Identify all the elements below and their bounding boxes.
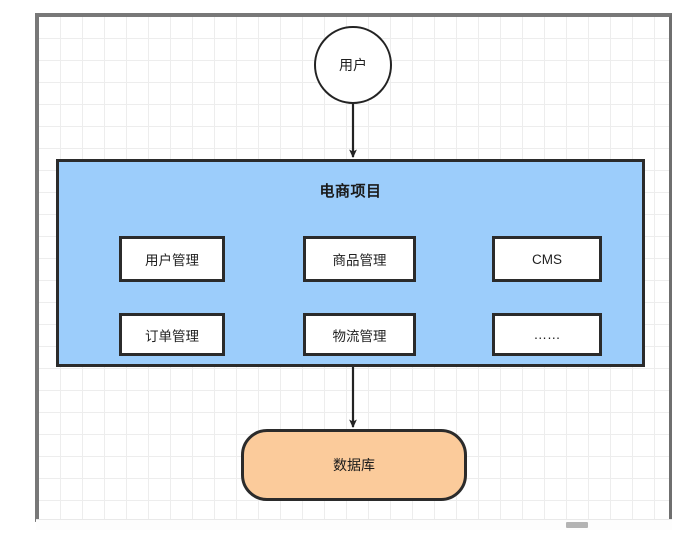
module-label: 订单管理 xyxy=(145,328,199,344)
database-node[interactable]: 数据库 xyxy=(241,429,467,501)
system-container-node[interactable]: 电商项目 用户管理 商品管理 CMS 订单管理 物流管理 …… xyxy=(56,159,645,367)
module-label: 商品管理 xyxy=(332,253,387,268)
diagram-layer: 用户 电商项目 用户管理 商品管理 CMS 订单管理 物流管理 …… xyxy=(39,17,669,519)
diagram-canvas[interactable]: 用户 电商项目 用户管理 商品管理 CMS 订单管理 物流管理 …… xyxy=(35,13,672,522)
module-label: CMS xyxy=(532,251,562,267)
module-box-cms[interactable]: CMS xyxy=(492,236,602,282)
module-box-order-management[interactable]: 订单管理 xyxy=(119,313,225,356)
module-box-logistics-management[interactable]: 物流管理 xyxy=(303,313,416,356)
module-box-user-management[interactable]: 用户管理 xyxy=(119,236,225,282)
database-label: 数据库 xyxy=(333,457,375,473)
module-box-ellipsis[interactable]: …… xyxy=(492,313,602,356)
horizontal-scrollbar-thumb[interactable] xyxy=(566,522,588,528)
module-label: 用户管理 xyxy=(145,253,199,268)
module-label: 物流管理 xyxy=(332,328,387,344)
module-box-product-management[interactable]: 商品管理 xyxy=(303,236,416,282)
actor-user-label: 用户 xyxy=(339,57,367,73)
system-title-label: 电商项目 xyxy=(319,183,382,200)
module-label: …… xyxy=(533,327,561,342)
horizontal-scrollbar[interactable] xyxy=(36,519,672,530)
actor-user-node[interactable]: 用户 xyxy=(314,26,392,104)
